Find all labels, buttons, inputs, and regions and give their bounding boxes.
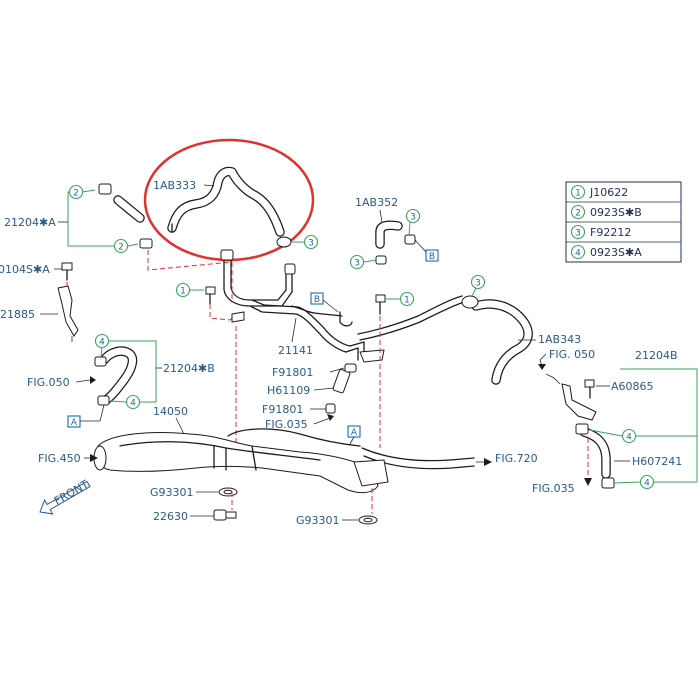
marker-b <box>310 292 324 305</box>
callout-3 <box>349 254 365 270</box>
clamp <box>325 403 336 414</box>
part-label-f91801: F91801 <box>272 366 313 379</box>
callout-1 <box>175 282 191 298</box>
svg-text:2: 2 <box>575 209 581 219</box>
bolt <box>584 379 595 399</box>
callout-2 <box>68 184 84 200</box>
svg-text:1: 1 <box>404 296 410 306</box>
clamp <box>375 255 387 265</box>
clamp <box>98 183 112 195</box>
svg-text:B: B <box>314 295 320 305</box>
part-label-21204a: 21204✱A <box>4 216 56 229</box>
bolt <box>61 262 73 281</box>
figure-ref-fig720: FIG.720 <box>495 452 538 465</box>
fitting-h61109 <box>332 363 357 394</box>
part-label-a60865: A60865 <box>611 380 654 393</box>
pipe-assembly-21141 <box>220 249 465 363</box>
hose-clamp <box>276 236 292 248</box>
marker-a <box>67 415 81 428</box>
hose-1ab333 <box>167 166 285 237</box>
svg-text:4: 4 <box>644 479 650 489</box>
svg-text:F92212: F92212 <box>590 226 631 239</box>
svg-text:J10622: J10622 <box>589 186 628 199</box>
callout-1 <box>399 291 415 307</box>
bolt <box>205 286 216 305</box>
hose-h607241 <box>579 427 611 479</box>
figure-ref-fig035-right: FIG.035 <box>532 482 575 495</box>
svg-text:3: 3 <box>410 213 416 223</box>
marker-b <box>425 249 439 262</box>
svg-text:4: 4 <box>626 433 632 443</box>
svg-text:3: 3 <box>354 259 360 269</box>
part-label-0104sa: 0104S✱A <box>0 263 50 276</box>
hose-clamp <box>461 295 479 309</box>
svg-text:4: 4 <box>575 249 581 259</box>
svg-text:A: A <box>351 428 358 438</box>
hose-21204b-left <box>99 346 138 405</box>
svg-text:2: 2 <box>118 243 124 253</box>
svg-text:FRONT: FRONT <box>52 478 91 508</box>
svg-text:4: 4 <box>130 399 136 409</box>
hose-21204a <box>113 195 145 223</box>
part-label-h607241: H607241 <box>632 455 682 468</box>
clamp <box>94 356 107 367</box>
clamp <box>139 238 153 249</box>
part-label-21204b-left: 21204✱B <box>163 362 215 375</box>
front-direction-arrow: FRONT <box>39 478 91 515</box>
part-label-1ab343: 1AB343 <box>538 333 581 346</box>
callout-3 <box>470 274 486 290</box>
temperature-sensor <box>213 509 237 521</box>
clamp <box>575 423 589 435</box>
bolt <box>375 294 386 315</box>
callout-3 <box>303 234 319 250</box>
clamp <box>97 395 110 406</box>
part-label-f91801: F91801 <box>262 403 303 416</box>
callout-4 <box>639 474 655 490</box>
part-label-21885: 21885 <box>0 308 35 321</box>
svg-text:0923S✱A: 0923S✱A <box>590 246 642 259</box>
legend-row: 4 0923S✱A <box>570 244 642 260</box>
part-label-g93301: G93301 <box>150 486 194 499</box>
svg-text:3: 3 <box>308 239 314 249</box>
svg-text:1: 1 <box>575 189 581 199</box>
clamp <box>404 234 416 245</box>
part-label-14050: 14050 <box>153 405 188 418</box>
svg-text:2: 2 <box>73 189 79 199</box>
water-pipe-14050 <box>93 428 475 494</box>
part-label-21141: 21141 <box>278 344 313 357</box>
svg-text:A: A <box>71 418 78 428</box>
callout-4 <box>125 394 141 410</box>
legend-row: 1 J10622 <box>570 184 628 200</box>
part-label-22630: 22630 <box>153 510 188 523</box>
bracket-21204b <box>561 383 597 421</box>
clamp <box>601 477 615 489</box>
figure-ref-fig450: FIG.450 <box>38 452 81 465</box>
part-label-21204b-right: 21204B <box>635 349 678 362</box>
figure-ref-fig050-right: FIG. 050 <box>549 348 595 361</box>
callout-2 <box>113 238 129 254</box>
part-label-1ab333: 1AB333 <box>153 179 196 192</box>
svg-text:3: 3 <box>475 279 481 289</box>
callout-3 <box>405 208 421 224</box>
legend-row: 2 0923S✱B <box>570 204 642 220</box>
figure-ref-fig035-mid: FIG.035 <box>265 418 308 431</box>
legend-row: 3 F92212 <box>570 224 631 240</box>
figure-ref-fig050-left: FIG.050 <box>27 376 70 389</box>
svg-text:0923S✱B: 0923S✱B <box>590 206 642 219</box>
part-label-1ab352: 1AB352 <box>355 196 398 209</box>
hose-1ab352 <box>375 220 403 249</box>
hose-1ab343 <box>471 299 533 385</box>
svg-text:3: 3 <box>575 229 581 239</box>
svg-text:B: B <box>429 252 435 262</box>
part-label-h61109: H61109 <box>267 384 310 397</box>
callout-4 <box>621 428 637 444</box>
bracket-21885 <box>57 285 79 337</box>
part-label-g93301: G93301 <box>296 514 340 527</box>
svg-text:4: 4 <box>99 338 105 348</box>
parts-legend: 1 J10622 2 0923S✱B 3 F92212 4 0923S✱A <box>565 181 682 263</box>
svg-text:1: 1 <box>180 287 186 297</box>
